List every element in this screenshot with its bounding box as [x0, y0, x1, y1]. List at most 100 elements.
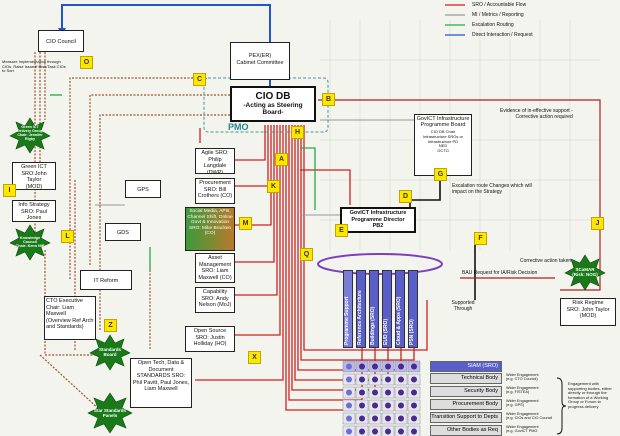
open-tech-box[interactable]: Open Tech, Data & Document STANDARDS SRO… — [130, 358, 192, 408]
row-siam[interactable]: SIAM (SRO) — [430, 361, 502, 372]
matrix-dot — [385, 363, 391, 370]
info-strategy-box[interactable]: Info Strategy SRO: Paul Jones (DH) — [12, 200, 56, 222]
legend-label-direct: Direct Interaction / Request — [472, 32, 533, 38]
matrix-dot — [372, 363, 378, 370]
matrix-dot — [372, 402, 378, 409]
matrix-dot — [359, 415, 365, 422]
scamar-star-label: SCaMAR (Risk: NOG) — [572, 267, 598, 277]
green-ict-box[interactable]: Green ICT SRO:John Taylor (MOD) — [12, 162, 56, 190]
row-procurement-body[interactable]: Procurement Body — [430, 399, 502, 410]
gds-box[interactable]: GDS — [105, 223, 141, 241]
procurement-box[interactable]: Procurement SRO: Bill Crothers (CO) — [195, 178, 235, 204]
marker-a: A — [275, 153, 288, 166]
agile-box[interactable]: Agile SRO: Philip Langdale (DWP) — [195, 148, 235, 174]
standards-star-shape — [89, 334, 131, 371]
marker-e: E — [335, 224, 348, 237]
engagement-transition: Wider Engagement (e.g. CIOs and CIO Coun… — [506, 412, 553, 421]
gps-box[interactable]: GPS — [125, 180, 161, 198]
knowledge-star-label: Knowledge Council Chair: Kenn NIP — [15, 236, 45, 249]
engagement-brace — [556, 377, 567, 435]
matrix-dot — [372, 376, 378, 383]
govict-board-title: GovICT Infrastructure Programme Board — [416, 116, 470, 128]
workstream-ellipse — [317, 253, 443, 275]
matrix-dot — [346, 415, 352, 422]
column-psn: PSN (SRO) — [408, 270, 418, 348]
matrix-cells — [342, 360, 421, 436]
knowledge-star-shape — [9, 224, 51, 261]
star-standards-star-shape — [87, 392, 133, 434]
marker-f: F — [474, 232, 487, 245]
matrix-dot — [398, 389, 404, 396]
matrix-dot — [385, 389, 391, 396]
cio-db-box[interactable]: CIO DB -Acting as Steering Board- — [230, 86, 316, 122]
matrix-dot — [372, 428, 378, 435]
matrix-dot — [346, 402, 352, 409]
pex-box[interactable]: PEX(ER) Cabinet Committee — [230, 42, 290, 80]
row-technical-body[interactable]: Technical Body — [430, 373, 502, 384]
column-programme-support: Programme Support — [343, 270, 353, 348]
matrix-dot — [411, 415, 417, 422]
open-source-box[interactable]: Open Source SRO: Justin Holliday (HO) — [185, 326, 235, 352]
matrix-dot — [346, 363, 352, 370]
matrix-dot — [411, 389, 417, 396]
matrix-dot — [398, 415, 404, 422]
social-media-box[interactable]: Social Media, APIs, Channel Shift, Onlin… — [185, 207, 235, 251]
asset-mgmt-box[interactable]: Asset Management SRO: Liam Maxwell (CO) — [195, 253, 235, 283]
green-ict-star-shape — [9, 117, 51, 154]
green-escalation — [50, 94, 316, 270]
engagement-procurement: Wider Engagement (e.g. GPS) — [506, 399, 539, 408]
matrix-dot — [372, 415, 378, 422]
engagement-technical: Wider Engagement (e.g. CTO Council) — [506, 373, 539, 382]
govict-board-members: CIO DB Chair Infrastructure SROs or Infr… — [422, 129, 463, 154]
row-transition-support[interactable]: Transition Support to Depts — [430, 412, 502, 423]
cio-council-box[interactable]: CIO Council — [38, 30, 84, 52]
star-standards-star-label: Star Standards Panels — [93, 408, 126, 418]
marker-d: D — [399, 190, 412, 203]
matrix-dot — [385, 402, 391, 409]
matrix-dot — [346, 376, 352, 383]
row-security-body[interactable]: Security Body — [430, 386, 502, 397]
row-other-bodies[interactable]: Other Bodies as Req — [430, 425, 502, 436]
marker-q: Q — [300, 248, 313, 261]
matrix-dot — [411, 376, 417, 383]
capability-box[interactable]: Capability SRO: Andy Nelson (MoJ) — [195, 287, 235, 313]
matrix-dot — [398, 363, 404, 370]
cto-exec-box[interactable]: CTO Executive Chair: Liam Maxwell (Overv… — [44, 296, 96, 340]
risk-regime-box[interactable]: Risk Regime SRO: John Taylor (MOD) — [560, 298, 616, 326]
matrix-dot — [359, 389, 365, 396]
matrix-dot — [385, 376, 391, 383]
govict-board-box[interactable]: GovICT Infrastructure Programme Board CI… — [414, 114, 472, 176]
matrix-dot — [385, 428, 391, 435]
matrix-dot — [359, 428, 365, 435]
marker-j: J — [591, 217, 604, 230]
evidence-note: Evidence of in-effective support - Corre… — [500, 108, 573, 120]
matrix-dot — [411, 363, 417, 370]
legend-label-escalation: Escalation Routing — [472, 22, 514, 28]
it-reform-box[interactable]: IT Reform — [80, 270, 132, 290]
scamar-star-shape — [564, 254, 606, 291]
matrix-dot — [359, 402, 365, 409]
escalation-note: Escalation route Changes which will impa… — [452, 183, 532, 195]
supported-through-label: Supported Through — [451, 300, 475, 312]
marker-b: B — [322, 93, 335, 106]
standards-star-label: Standards Board — [98, 347, 121, 357]
marker-g: G — [434, 168, 447, 181]
pmo-label: PMO — [228, 122, 249, 132]
marker-z: Z — [104, 319, 117, 332]
corrective-taken-label: Corrective action taken — [520, 258, 572, 264]
bau-request-label: BAU Request for IA/Risk Decision — [462, 270, 538, 276]
marker-l: L — [61, 230, 74, 243]
legend-label-sro: SRO / Accountable Flow — [472, 2, 527, 8]
engagement-note: Engagement with supporting bodies, eithe… — [568, 381, 612, 409]
govict-director-box[interactable]: GovICT Infrastructure Programme Director… — [340, 207, 416, 233]
engagement-other: Wider Engagement (e.g. GovICT PMO — [506, 425, 539, 434]
matrix-dot — [359, 363, 365, 370]
column-cloud-apps: Cloud & Apps (SRO) — [395, 270, 405, 348]
cio-db-subtitle: -Acting as Steering Board- — [243, 102, 303, 116]
measure-note: Measure Implementation through CIOs, Rai… — [2, 59, 66, 73]
matrix-dot — [398, 428, 404, 435]
matrix-dot — [398, 376, 404, 383]
matrix-dot — [398, 402, 404, 409]
matrix-dot — [411, 428, 417, 435]
